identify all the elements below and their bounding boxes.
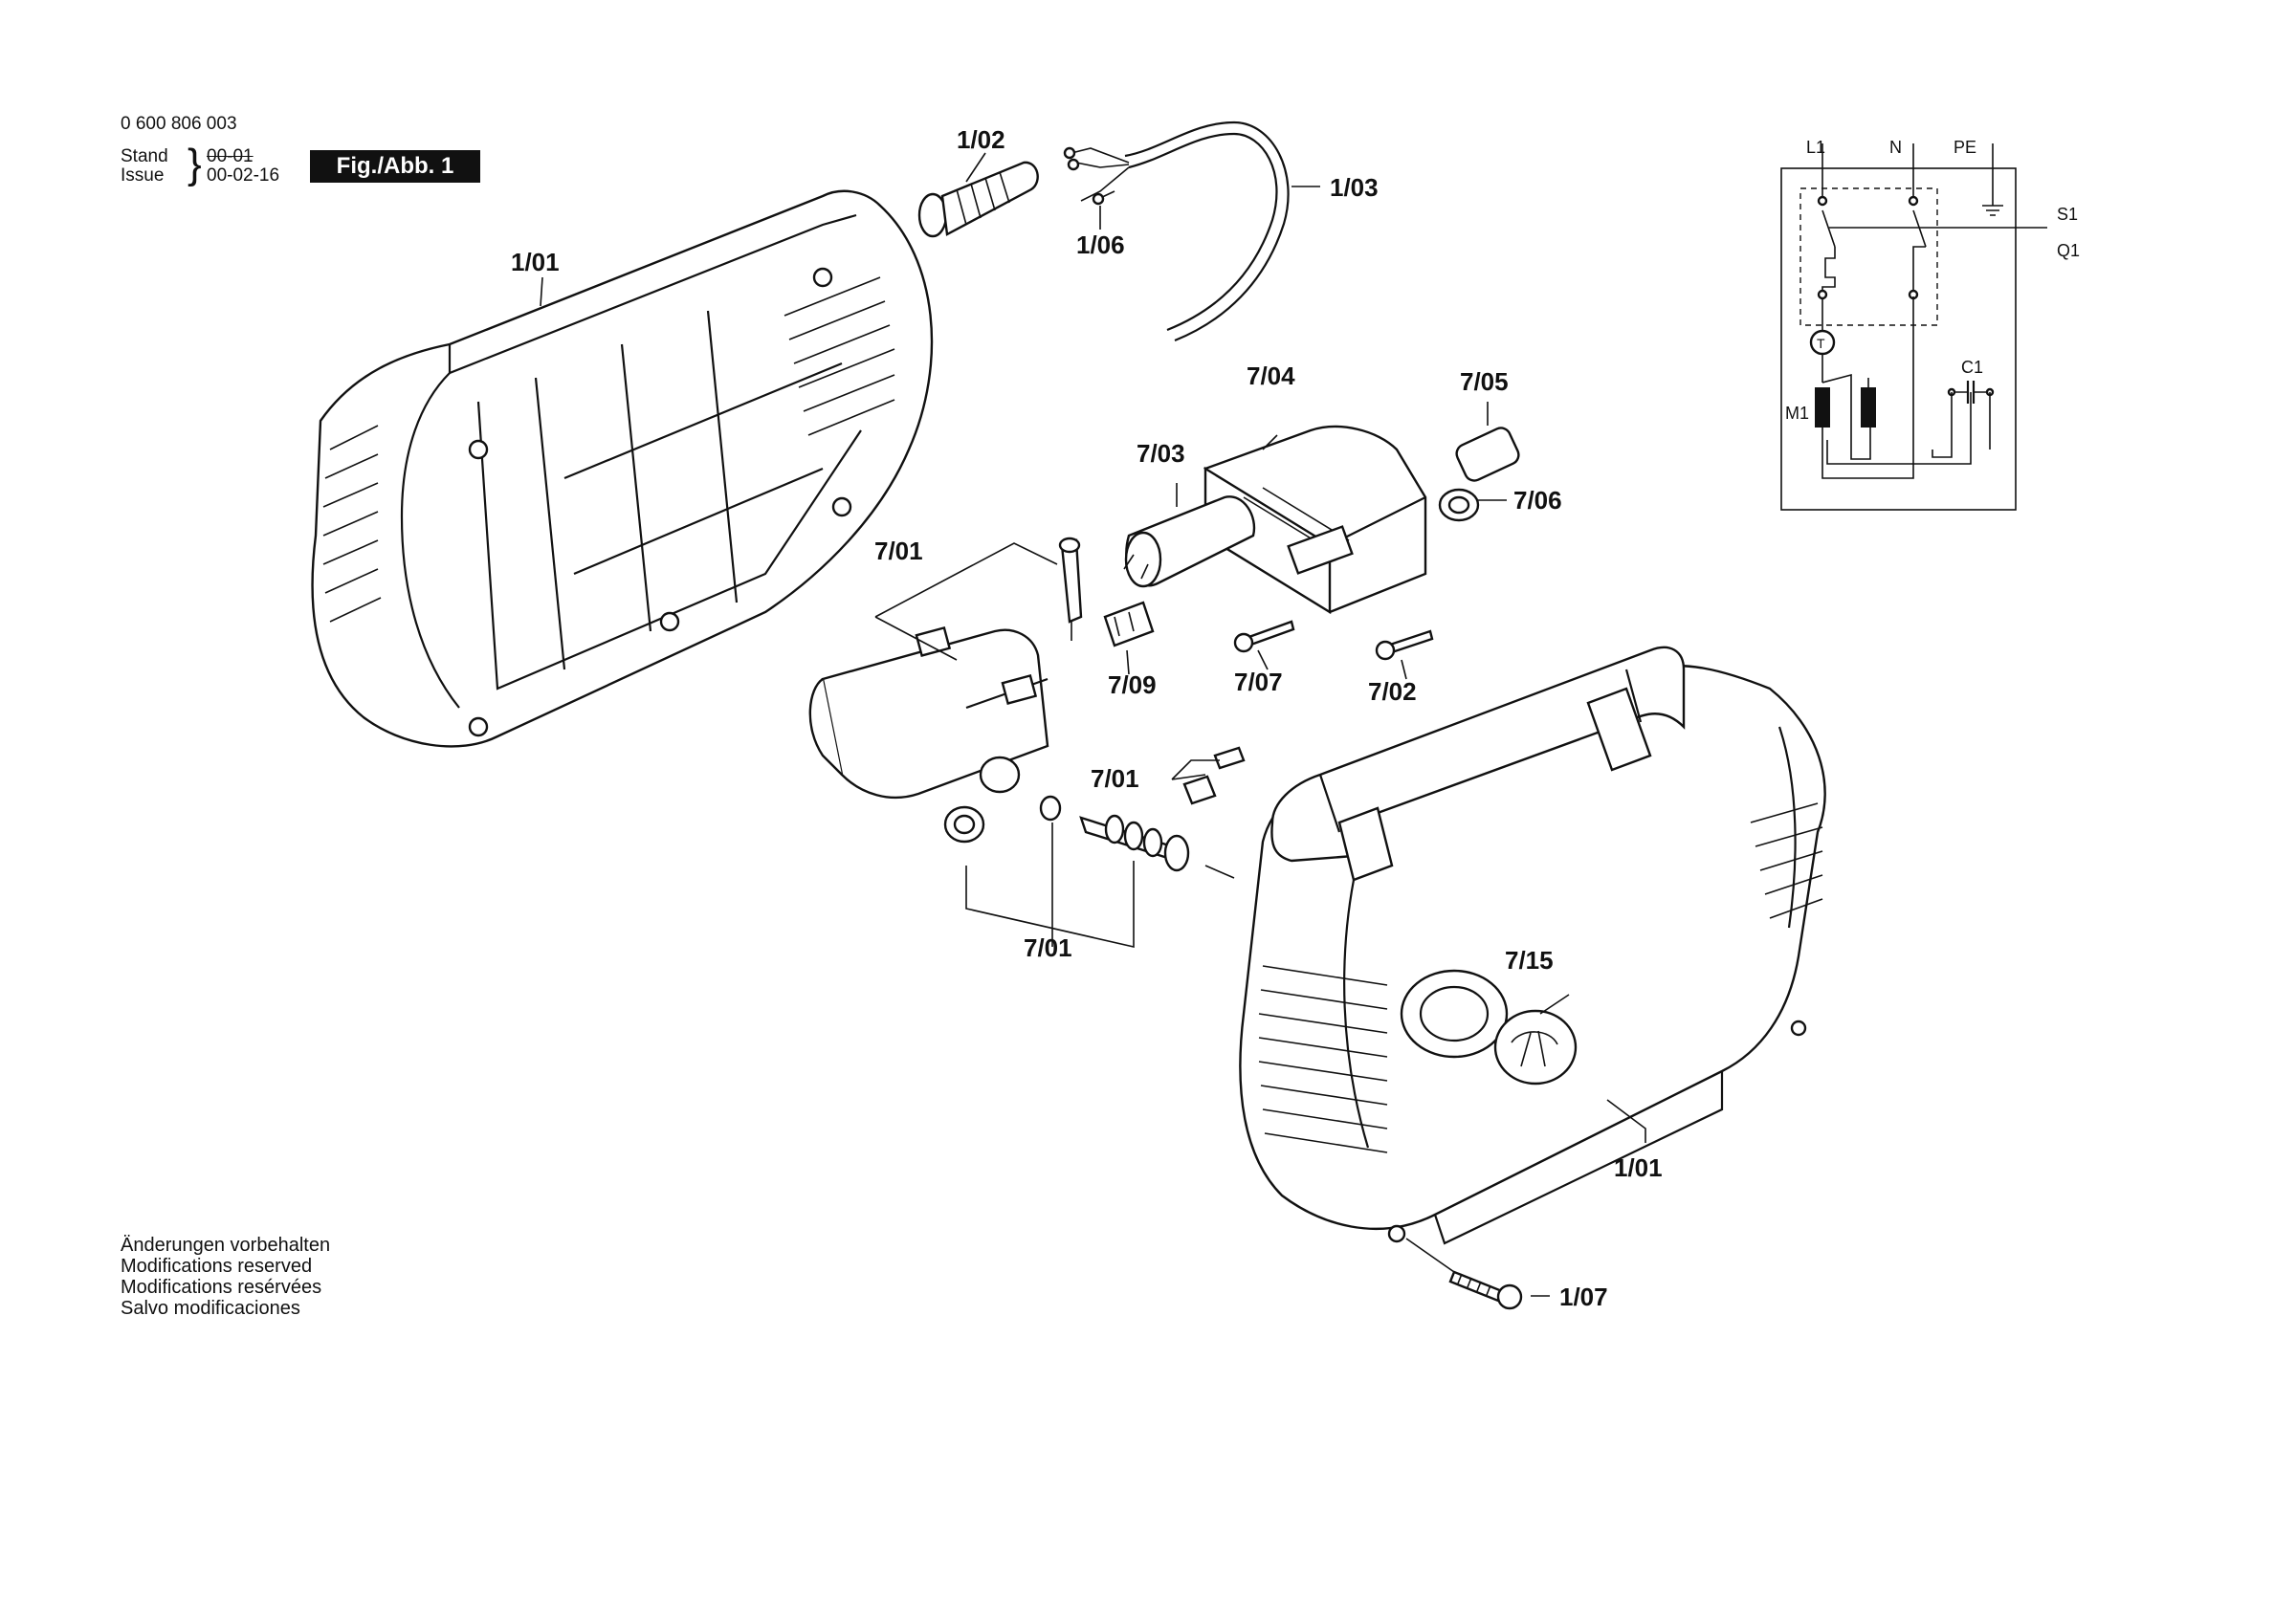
motor-winding-main: [1815, 387, 1830, 428]
label-n: N: [1889, 138, 1902, 157]
pump-housing: [808, 625, 1049, 800]
mount-pin: [468, 716, 489, 737]
callout-cable-clamp: 1/06: [1076, 230, 1125, 259]
part-number: 0 600 806 003: [121, 114, 237, 134]
knob: [1493, 1009, 1578, 1086]
screw-7-07: [1233, 620, 1295, 653]
label-c1: C1: [1961, 358, 1983, 377]
callout-housing-left: 1/01: [511, 248, 560, 276]
callout-knob: 7/15: [1505, 946, 1554, 975]
stand-value: 00-01: [207, 146, 254, 166]
screw-1-07: [1448, 1270, 1523, 1310]
valve-spring: [1182, 746, 1246, 805]
capacitor: [1123, 495, 1256, 588]
stand-label: Stand: [121, 146, 168, 166]
figure-label: Fig./Abb. 1: [310, 150, 480, 183]
mount-pin: [659, 611, 680, 632]
callout-housing-right: 1/01: [1614, 1153, 1663, 1182]
switch-dashed-box: [1799, 187, 1938, 326]
callout-screw-mid: 7/02: [1368, 677, 1417, 706]
label-q1: Q1: [2057, 241, 2080, 260]
note-line-es: Salvo modificaciones: [121, 1298, 300, 1319]
callout-capacitor: 7/03: [1137, 439, 1185, 468]
screw-hole: [1387, 1224, 1406, 1243]
brace-glyph: }: [188, 141, 202, 187]
mount-pin: [812, 267, 833, 288]
housing-left-half: [311, 189, 934, 748]
vent-slats-left: [322, 276, 895, 623]
callout-pump-valve: 7/01: [1091, 764, 1139, 793]
callout-pump-seals: 7/01: [1024, 933, 1072, 962]
label-s1: S1: [2057, 205, 2078, 224]
label-l1: L1: [1806, 138, 1825, 157]
mount-pin: [831, 496, 852, 517]
motor-winding-aux: [1861, 387, 1876, 428]
note-line-en: Modifications reserved: [121, 1256, 313, 1277]
callout-pump-top: 7/01: [874, 537, 923, 565]
screw-7-02: [1375, 629, 1434, 661]
label-pe: PE: [1954, 138, 1976, 157]
cable-clamp: [1092, 190, 1115, 206]
grommet: [1438, 488, 1480, 522]
callout-switch-block: 7/09: [1108, 670, 1157, 699]
gasket: [1455, 427, 1520, 482]
pump-valve-top: [1058, 537, 1083, 641]
o-ring: [1039, 795, 1062, 822]
issue-label: Issue: [121, 165, 165, 186]
modifications-note: Änderungen vorbehalten Modifications res…: [121, 1235, 330, 1319]
note-line-de: Änderungen vorbehalten: [121, 1235, 331, 1256]
vent-slats-right: [1258, 802, 1823, 1153]
switch-block: [1103, 601, 1155, 647]
callout-motor-cover: 7/04: [1247, 362, 1295, 390]
label-t: T: [1817, 336, 1825, 351]
mount-pin: [468, 439, 489, 460]
callout-grommet: 7/06: [1513, 486, 1562, 515]
pump-leader-bracket: [874, 542, 1058, 661]
label-m1: M1: [1785, 404, 1809, 423]
piston-assembly: [1079, 814, 1190, 872]
screw-hole: [1790, 1020, 1807, 1037]
schematic-frame: [1780, 167, 2017, 511]
seal-ring: [943, 805, 985, 844]
leader-lines: [540, 152, 1646, 1297]
callout-gasket: 7/05: [1460, 367, 1509, 396]
callout-screw-small: 7/07: [1234, 668, 1283, 696]
note-line-fr: Modifications resérvées: [121, 1277, 322, 1298]
callout-screw-bottom: 1/07: [1559, 1283, 1608, 1311]
issue-value: 00-02-16: [207, 165, 280, 186]
wiring-schematic: L1 N PE S1 Q1 C1 M1 T: [1780, 138, 2080, 511]
cable-sleeve: [917, 161, 1039, 238]
callout-cable-sleeve: 1/02: [957, 125, 1005, 154]
callout-power-cable: 1/03: [1330, 173, 1379, 202]
power-cable: [1063, 121, 1290, 342]
housing-right-half: [1239, 646, 1826, 1245]
knob-recess: [1400, 969, 1509, 1059]
